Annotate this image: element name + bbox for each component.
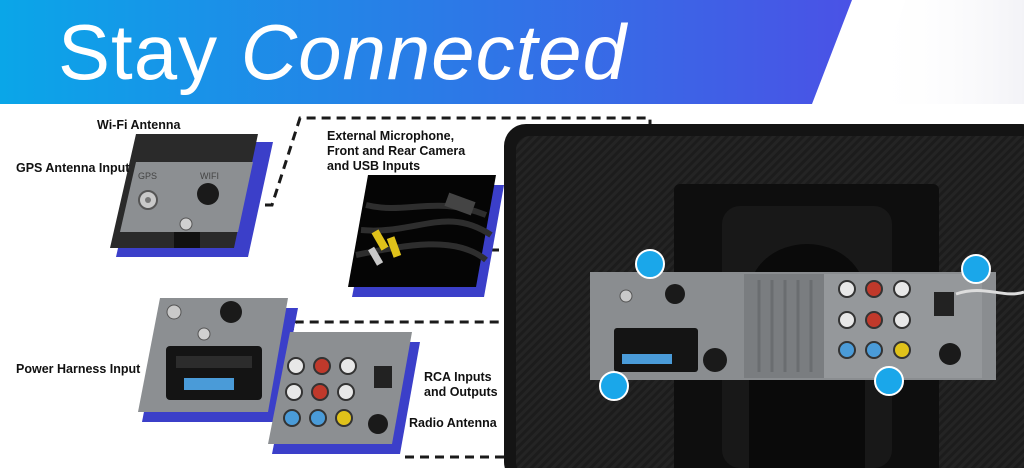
- callout-dot-rca-radio: [874, 366, 904, 396]
- headline-word-connected: Connected: [240, 8, 628, 96]
- gps-port-mark: GPS: [138, 171, 157, 181]
- banner-background: [0, 0, 1024, 104]
- headline-text: Stay Connected: [58, 6, 627, 98]
- gps-wifi-closeup-image: GPS WIFI: [110, 134, 273, 257]
- headline-word-stay: Stay: [58, 8, 219, 96]
- label-power-harness-input: Power Harness Input: [16, 362, 141, 376]
- wifi-port-mark: WIFI: [200, 171, 219, 181]
- label-external-inputs-line2: Front and Rear Camera: [327, 144, 466, 158]
- cables-closeup-image: [348, 175, 504, 297]
- label-wifi-antenna: Wi-Fi Antenna: [97, 118, 181, 132]
- callout-dot-power-harness: [599, 371, 629, 401]
- rca-closeup-image: [268, 332, 420, 454]
- power-harness-closeup-panel: [136, 298, 298, 422]
- power-harness-connector-icon: [166, 346, 262, 400]
- label-radio-antenna: Radio Antenna: [409, 416, 497, 430]
- head-unit-rear-view: [504, 124, 1024, 468]
- rca-closeup-panel: [266, 332, 420, 454]
- external-inputs-closeup-panel: [346, 175, 504, 297]
- label-external-inputs-line1: External Microphone,: [327, 129, 455, 143]
- label-rca-line2: and Outputs: [424, 385, 498, 399]
- wifi-antenna-connector-icon: [197, 183, 219, 205]
- label-external-inputs-line3: and USB Inputs: [327, 159, 421, 173]
- headline-banner: Stay Connected: [0, 0, 1024, 104]
- usb-cable-icon: [444, 192, 476, 216]
- head-unit-image: [504, 124, 1024, 468]
- label-rca-line1: RCA Inputs: [424, 370, 492, 384]
- gps-wifi-closeup-panel: GPS WIFI: [108, 132, 273, 257]
- callout-dot-wifi-gps: [635, 249, 665, 279]
- callout-dot-external-inputs: [961, 254, 991, 284]
- label-gps-antenna-input: GPS Antenna Input: [16, 161, 130, 175]
- radio-antenna-jack-icon: [368, 414, 388, 434]
- power-harness-closeup-image: [138, 298, 298, 422]
- rca-jack-icon: [283, 357, 357, 427]
